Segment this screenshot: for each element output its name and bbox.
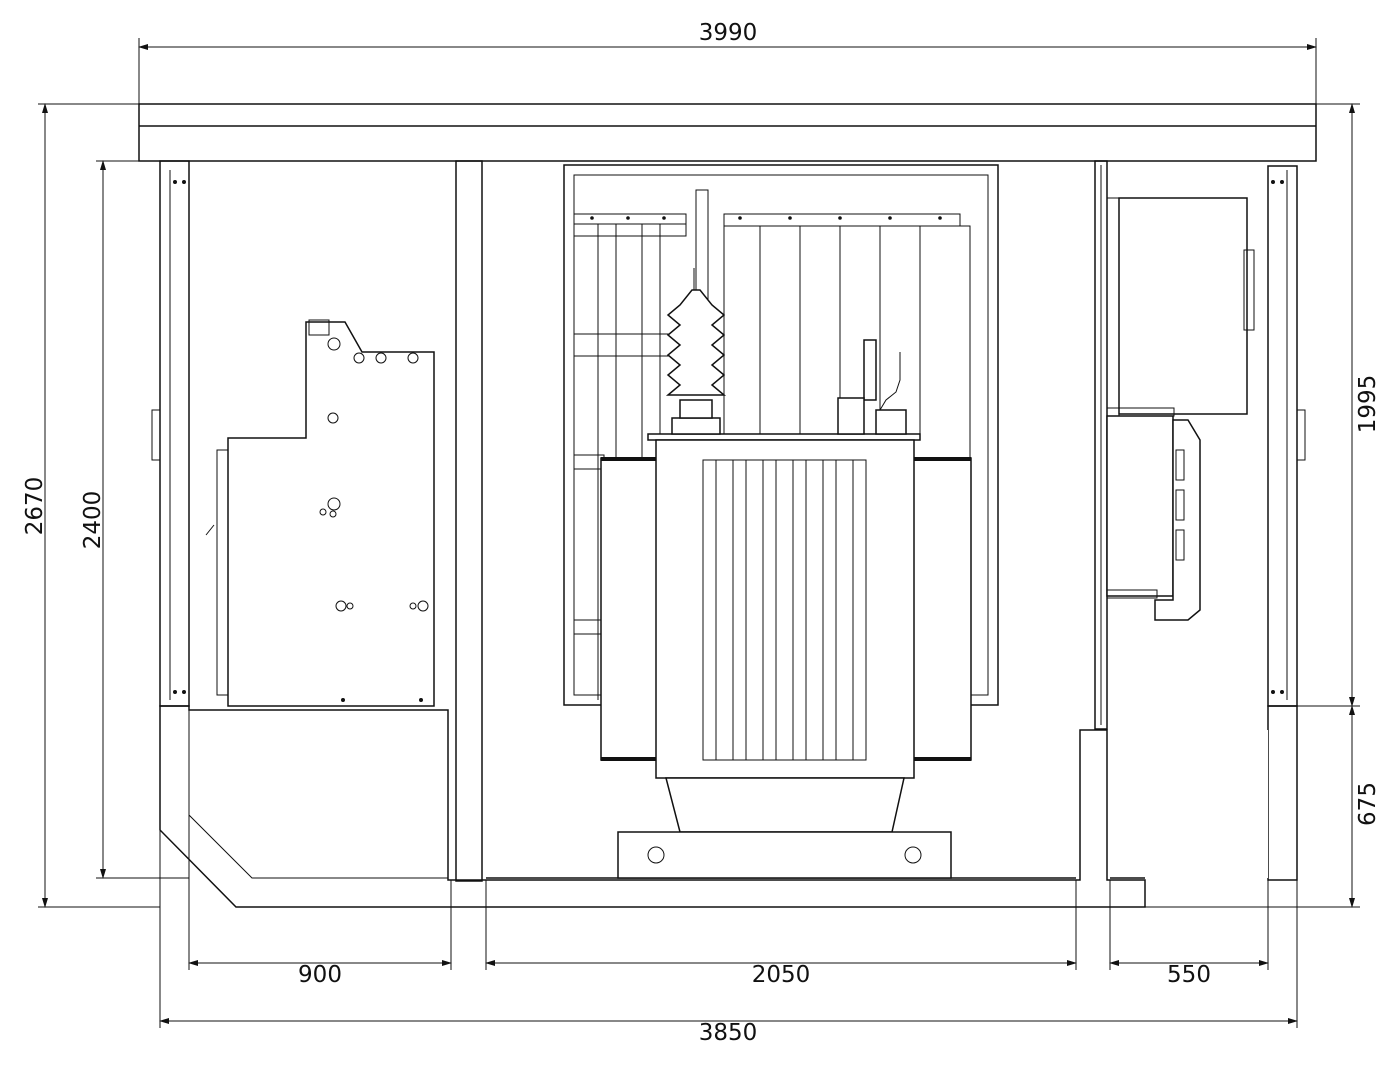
dim-overall-height: 2670 — [22, 477, 48, 536]
dim-lower-right-height: 675 — [1355, 782, 1381, 826]
dim-transformer-room-width: 2050 — [752, 962, 811, 988]
dim-inner-height: 2400 — [80, 491, 106, 550]
hv-bushing — [665, 268, 727, 435]
dim-left-room-width: 900 — [298, 962, 342, 988]
tap-changer — [837, 339, 907, 435]
dim-upper-right-height: 1995 — [1355, 375, 1381, 434]
dim-overall-top-width: 3990 — [699, 20, 758, 46]
lv-panel — [1106, 197, 1255, 621]
dim-right-room-width: 550 — [1167, 962, 1211, 988]
roof — [138, 103, 1317, 162]
dimension-lines — [38, 38, 1360, 1028]
dim-overall-bottom-width: 3850 — [699, 1020, 758, 1046]
mv-switchgear — [205, 319, 435, 707]
transformer — [600, 268, 972, 879]
